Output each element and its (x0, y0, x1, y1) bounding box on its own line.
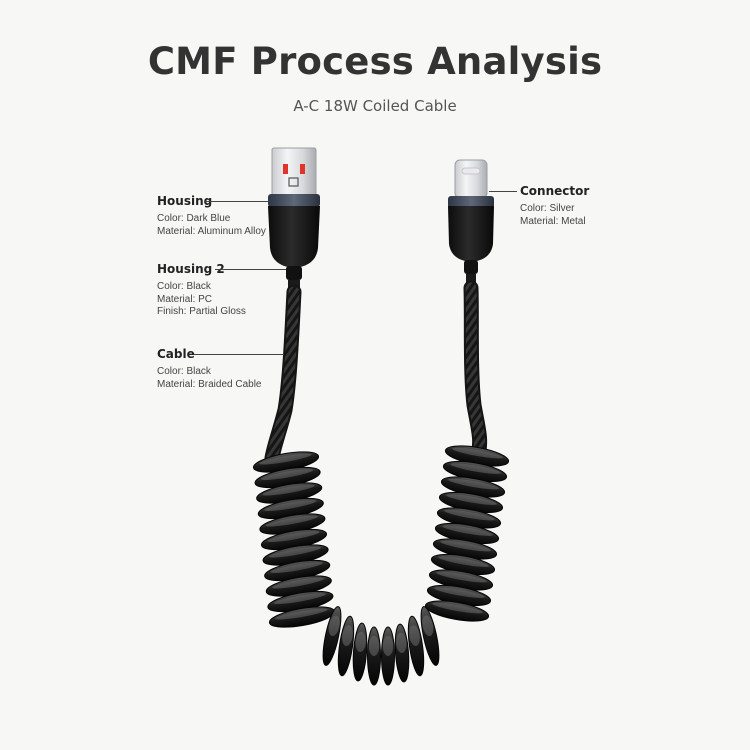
usb-c-connector (448, 159, 494, 290)
coil-bottom (322, 606, 440, 686)
housing-callout-title: Housing (157, 194, 213, 208)
cable-callout: Cable Color: Black Material: Braided Cab… (157, 347, 262, 391)
coil-left (252, 451, 336, 628)
coil-loop-highlight (434, 587, 485, 598)
cable-callout-title: Cable (157, 347, 195, 361)
coil-loop-highlight (272, 577, 325, 589)
coil-loop-highlight (264, 500, 317, 512)
usb-a-connector (268, 147, 320, 294)
cable-color: Color: Black (157, 366, 211, 377)
coil-loop-highlight (269, 546, 322, 558)
cable-leader-line (194, 354, 284, 355)
coil-loop-highlight (432, 602, 483, 614)
coil-loop-highlight (444, 509, 495, 521)
coil-loop-highlight (342, 625, 353, 647)
coil-loop-highlight (267, 531, 320, 543)
page-subtitle: A-C 18W Coiled Cable (293, 97, 457, 115)
coil-loop-highlight (396, 632, 407, 654)
housing2-callout-title: Housing 2 (157, 262, 225, 276)
housing2-color: Color: Black (157, 281, 211, 292)
coil-loop-highlight (442, 525, 493, 536)
coil-loop-highlight (259, 453, 312, 465)
housing2-leader-line (215, 269, 286, 270)
coil-loop-highlight (270, 562, 323, 574)
coil-loop-highlight (452, 447, 503, 459)
coil-loop-highlight (450, 463, 501, 474)
housing2-finish: Finish: Partial Gloss (157, 306, 246, 317)
page-title: CMF Process Analysis (147, 40, 603, 83)
coil-loop-highlight (438, 556, 489, 567)
housing2-material: Material: PC (157, 293, 213, 305)
coil-loop-highlight (422, 615, 434, 637)
housing-leader-line (204, 201, 270, 202)
coil-loop-highlight (328, 615, 340, 637)
housing2-callout: Housing 2 Color: Black Material: PC Fini… (157, 262, 246, 319)
connector-leader-line (489, 191, 517, 192)
coil-right (424, 445, 510, 622)
coil-loop-highlight (446, 494, 497, 505)
coil-loop-highlight (262, 484, 315, 496)
coil-loop-highlight (355, 631, 366, 653)
connector-material: Material: Metal (520, 215, 586, 227)
coil-loop-highlight (440, 540, 491, 552)
cable-material: Material: Braided Cable (157, 378, 262, 390)
coil-loop-highlight (382, 635, 394, 656)
coil-loop-highlight (261, 469, 314, 481)
coil-loop-highlight (409, 625, 420, 647)
coil-loop-highlight (368, 635, 380, 656)
housing-callout: Housing Color: Dark Blue Material: Alumi… (157, 194, 266, 238)
housing-material: Material: Aluminum Alloy (157, 225, 266, 237)
connector-callout: Connector Color: Silver Material: Metal (520, 184, 589, 228)
connector-callout-title: Connector (520, 184, 590, 198)
housing-color: Color: Dark Blue (157, 213, 231, 224)
coil-loop-highlight (275, 608, 328, 620)
connector-color: Color: Silver (520, 203, 575, 214)
coil-loop-highlight (436, 571, 487, 583)
coil-loop-highlight (273, 593, 326, 605)
coil-loop-highlight (448, 478, 499, 490)
coil-loop-highlight (265, 515, 318, 527)
